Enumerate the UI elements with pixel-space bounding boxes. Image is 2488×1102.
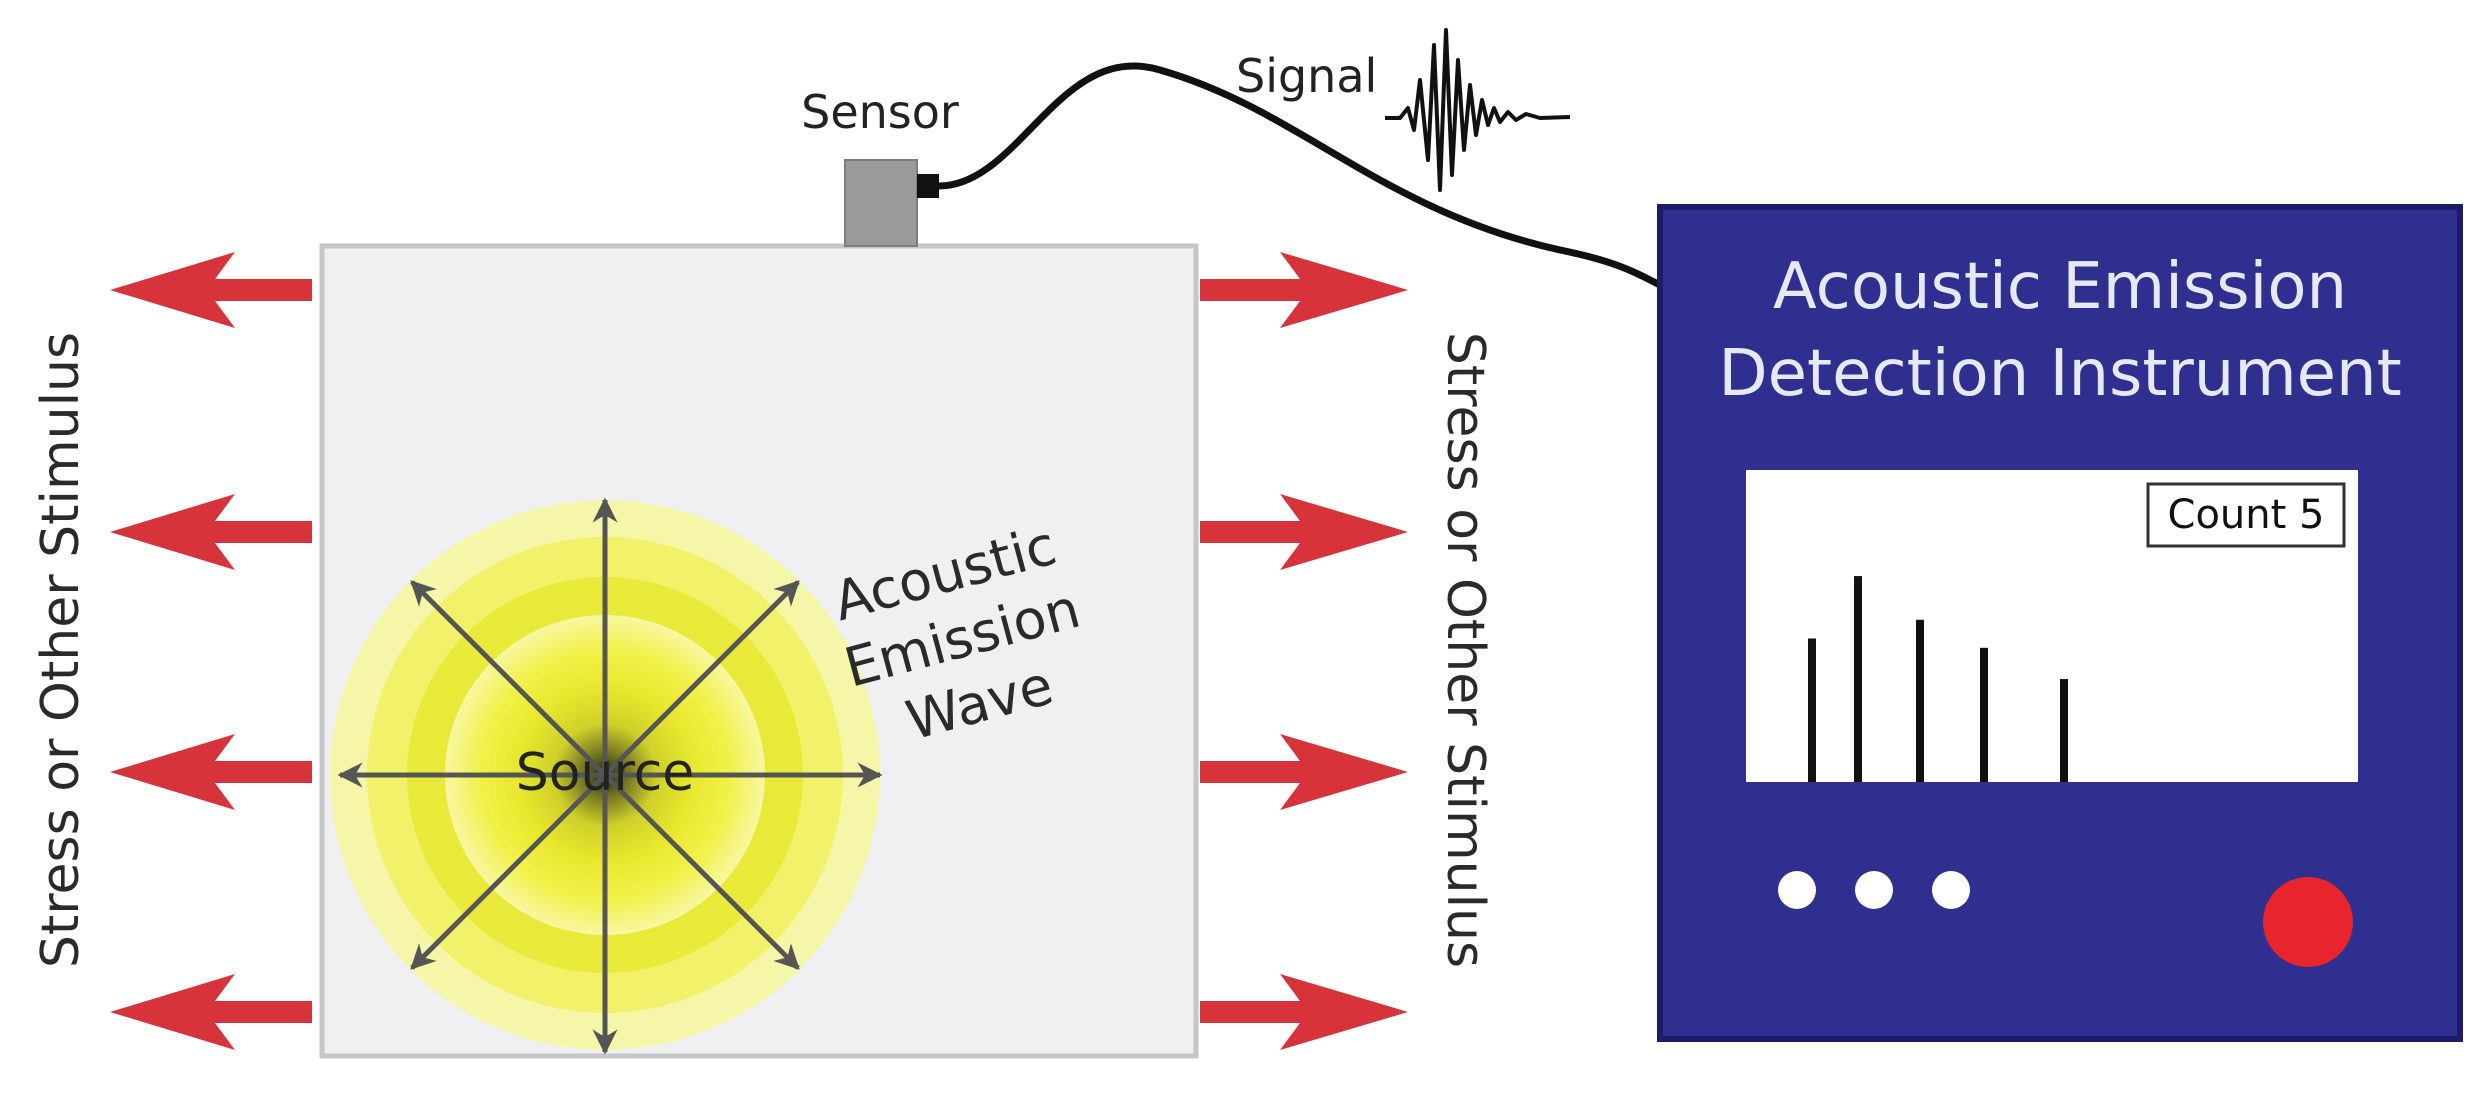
signal-waveform-icon	[1385, 28, 1571, 192]
wave-arrows	[337, 497, 883, 1055]
stress-arrow-icon	[1200, 734, 1408, 810]
indicator-light-icon	[1778, 871, 1816, 909]
sensor-icon	[844, 159, 918, 247]
stress-arrow-icon	[1200, 974, 1408, 1050]
stress-arrows	[110, 252, 1408, 1050]
stress-arrow-icon	[110, 252, 312, 328]
stress-label-right: Stress or Other Stimulus	[1435, 332, 1495, 968]
stress-arrow-icon	[110, 734, 312, 810]
instrument-title-line-2: Detection Instrument	[1718, 337, 2401, 411]
sensor-label: Sensor	[801, 85, 959, 139]
indicator-lights	[1778, 871, 1970, 909]
count-bar	[2060, 679, 2068, 782]
count-bars	[1808, 576, 2068, 782]
detection-instrument: Acoustic Emission Detection Instrument C…	[1657, 204, 2463, 1042]
stress-arrow-icon	[110, 494, 312, 570]
indicator-light-icon	[1932, 871, 1970, 909]
count-bar	[1808, 638, 1816, 782]
instrument-title-line-1: Acoustic Emission	[1773, 250, 2347, 324]
sensor-connector	[917, 174, 939, 198]
count-bar	[1854, 576, 1862, 782]
count-box	[2146, 482, 2346, 548]
stress-label-left: Stress or Other Stimulus	[31, 332, 91, 968]
stress-arrow-icon	[110, 974, 312, 1050]
indicator-light-icon	[1855, 871, 1893, 909]
count-bar	[1980, 647, 1988, 782]
stress-arrow-icon	[1200, 252, 1408, 328]
signal-label: Signal	[1236, 49, 1377, 103]
power-button-icon[interactable]	[2263, 877, 2353, 967]
source-label: Source	[516, 743, 695, 803]
signal-cable	[935, 62, 1664, 289]
count-label: Count 5	[2168, 492, 2325, 538]
stress-arrow-icon	[1200, 494, 1408, 570]
count-bar	[1916, 619, 1924, 782]
